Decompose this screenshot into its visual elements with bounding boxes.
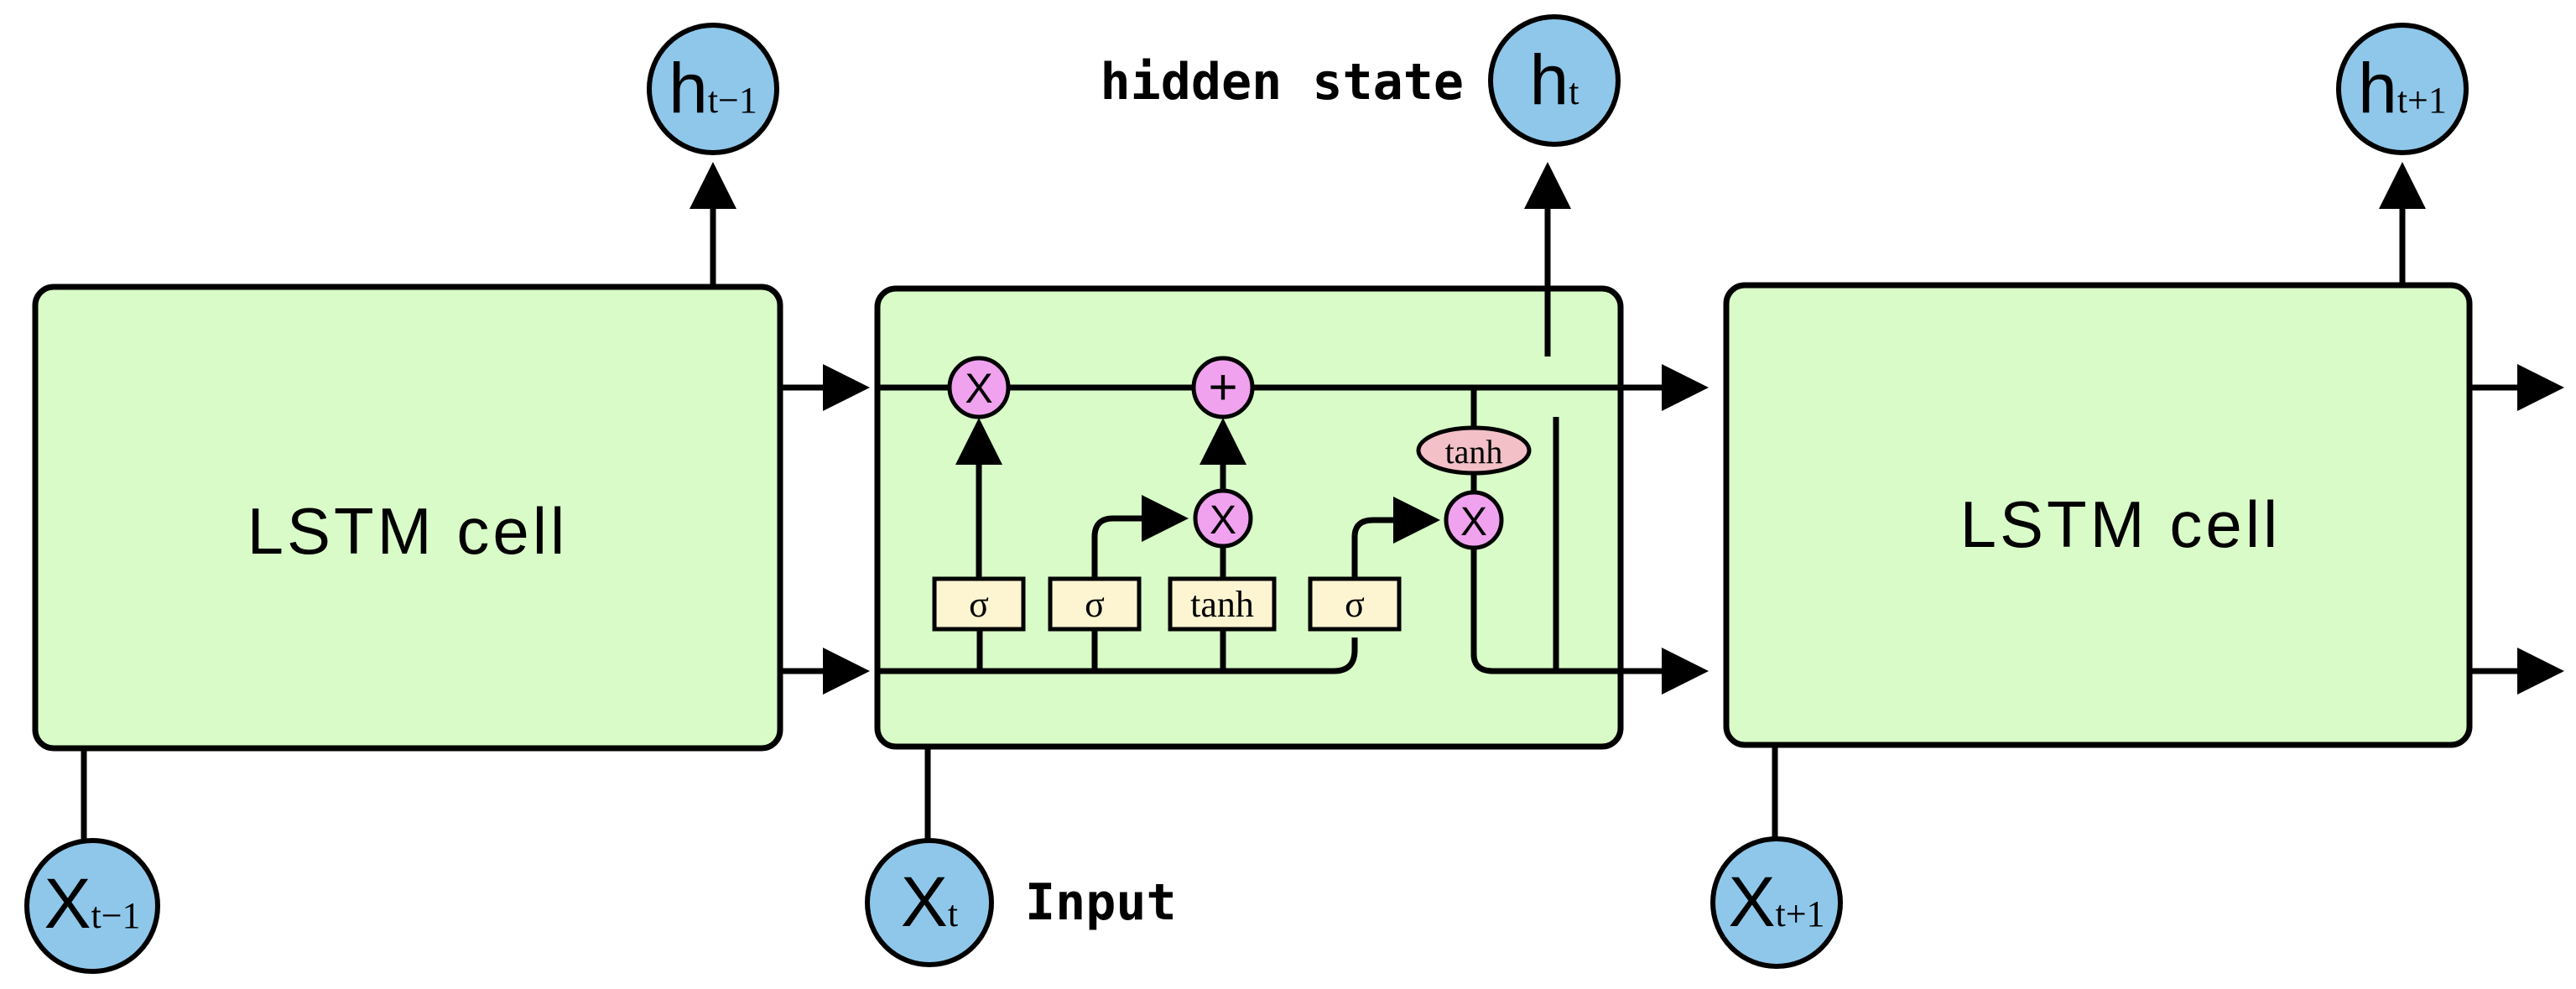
candidate-gate-label: tanh bbox=[1190, 584, 1254, 625]
hidden-state-next-node bbox=[2336, 23, 2469, 155]
input-gate-arrow bbox=[1091, 495, 1189, 579]
output-gate-box bbox=[1308, 576, 1402, 632]
forget-multiply-node bbox=[947, 356, 1011, 419]
input-next-node bbox=[1710, 836, 1843, 969]
output-gate-feed bbox=[1333, 638, 1358, 674]
input-prev-node bbox=[24, 838, 160, 974]
output-multiply-symbol: X bbox=[1460, 500, 1487, 544]
hidden-state-next-label: ht+1 bbox=[2358, 49, 2447, 128]
output-gate-label: σ bbox=[1345, 584, 1365, 625]
forget-gate-label: σ bbox=[969, 584, 989, 625]
input-multiply-symbol: X bbox=[1210, 498, 1236, 543]
lstm-cell-previous-label: LSTM cell bbox=[247, 494, 569, 568]
output-gate-arrow bbox=[1351, 497, 1440, 579]
lstm-cell-previous bbox=[32, 284, 783, 752]
input-current-node bbox=[865, 838, 994, 967]
cell-add-node bbox=[1191, 356, 1255, 419]
hidden-output-path bbox=[1470, 548, 1709, 695]
candidate-gate-box bbox=[1168, 576, 1277, 632]
input-caption: Input bbox=[1025, 873, 1177, 932]
cell-add-symbol: + bbox=[1208, 359, 1237, 415]
input-next-label: Xt+1 bbox=[1728, 862, 1824, 941]
lstm-cell-next bbox=[1723, 282, 2473, 748]
hidden-state-prev-node bbox=[647, 23, 779, 155]
forget-multiply-symbol: X bbox=[965, 365, 992, 412]
lstm-cell-next-label: LSTM cell bbox=[1960, 487, 2282, 561]
cell-tanh-label: tanh bbox=[1445, 433, 1503, 471]
input-current-label: Xt bbox=[901, 862, 958, 941]
hidden-state-current-node bbox=[1488, 14, 1621, 147]
hidden-state-caption: hidden state bbox=[1101, 53, 1464, 112]
hidden-state-prev-label: ht−1 bbox=[669, 49, 757, 128]
input-prev-label: Xt−1 bbox=[44, 864, 140, 943]
hidden-state-current-label: ht bbox=[1530, 40, 1579, 119]
input-gate-label: σ bbox=[1085, 584, 1105, 625]
